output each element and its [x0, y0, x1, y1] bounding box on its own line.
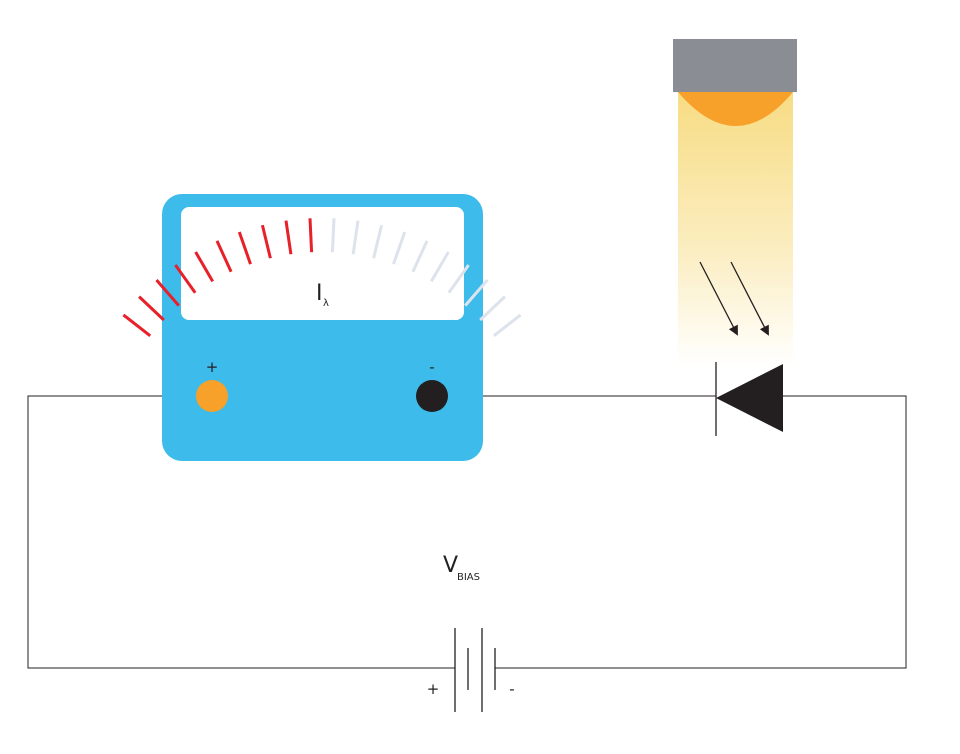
meter-tick-active [284, 220, 293, 255]
lamp-bulb [678, 92, 793, 126]
lamp-housing [673, 39, 797, 92]
meter-tick-inactive [447, 264, 470, 294]
ammeter: I λ + - [122, 194, 522, 461]
meter-minus-label: - [429, 358, 434, 376]
meter-plus-label: + [206, 358, 219, 376]
meter-tick-active [122, 313, 152, 337]
light-arrow-icon [699, 261, 738, 336]
meter-tick-inactive [372, 224, 384, 259]
photodiode-icon [715, 362, 783, 436]
meter-tick-active [237, 231, 252, 265]
meter-tick-inactive [351, 220, 360, 255]
meter-face [181, 207, 464, 320]
bias-symbol: V [443, 553, 458, 578]
bias-symbol-subscript: BIAS [457, 572, 480, 583]
meter-tick-inactive [430, 251, 450, 283]
meter-tick-active [155, 279, 180, 307]
negative-terminal [416, 380, 448, 412]
meter-tick-inactive [479, 295, 506, 322]
bias-battery-icon: + - [427, 628, 515, 712]
positive-terminal [196, 380, 228, 412]
battery-minus-label: - [509, 680, 514, 698]
meter-tick-active [174, 264, 197, 294]
meter-tick-active [260, 224, 272, 259]
wire-right-loop [495, 395, 907, 669]
meter-symbol-subscript: λ [323, 298, 329, 309]
meter-tick-active [138, 295, 165, 322]
meter-tick-inactive [492, 313, 522, 337]
meter-tick-active [194, 251, 214, 283]
light-source [673, 39, 797, 367]
diode-triangle [716, 364, 783, 432]
meter-tick-active [308, 218, 314, 253]
light-beam [678, 92, 793, 367]
meter-tick-inactive [411, 240, 429, 273]
light-arrow-icon [730, 261, 769, 336]
meter-tick-inactive [392, 231, 407, 265]
light-arrows [699, 261, 769, 336]
battery-plus-label: + [427, 680, 440, 698]
wire-left-loop [27, 395, 455, 669]
meter-scale [122, 218, 522, 337]
meter-symbol: I [316, 281, 323, 306]
meter-tick-inactive [464, 279, 489, 307]
meter-tick-active [215, 240, 233, 273]
meter-tick-inactive [330, 218, 336, 253]
